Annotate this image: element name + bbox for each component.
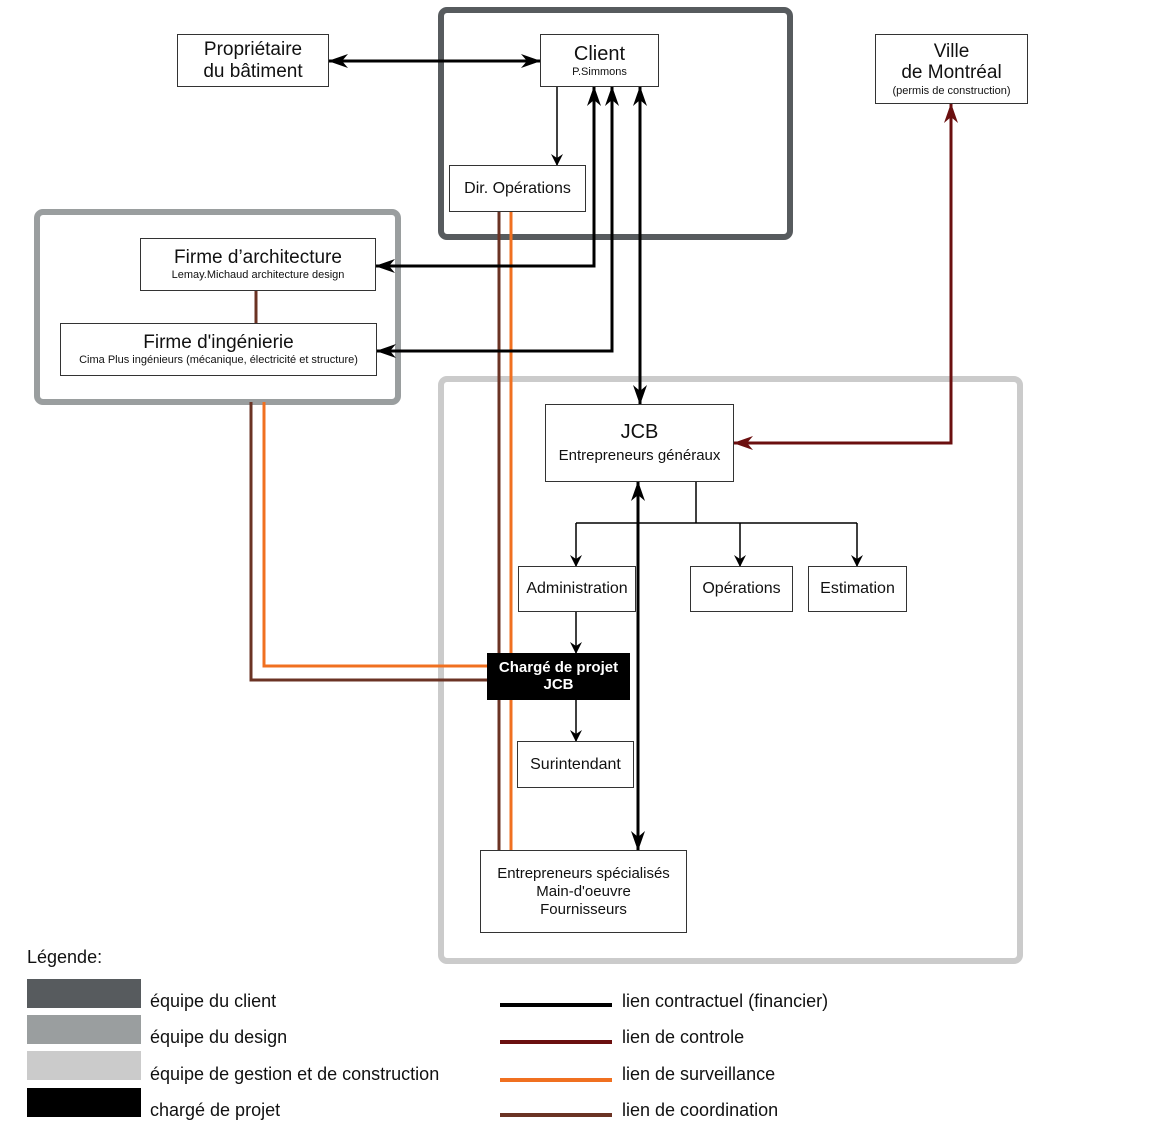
- operations-label: Opérations: [702, 580, 781, 598]
- entrepreneurs-line3: Fournisseurs: [540, 900, 627, 918]
- jcb-title: JCB: [620, 421, 659, 444]
- client-subtitle: P.Simmons: [572, 66, 627, 79]
- legend-label-construction-team: équipe de gestion et de construction: [150, 1064, 440, 1084]
- coordination-links: [249, 212, 501, 851]
- legend-label-contractual: lien contractuel (financier): [622, 991, 829, 1011]
- contractual-links: [328, 54, 647, 851]
- legend-label-client-team: équipe du client: [150, 991, 277, 1011]
- estimation-box: Estimation: [808, 566, 907, 612]
- surveillance-links: [262, 212, 513, 851]
- legend-line-control: [500, 1040, 612, 1044]
- charge-projet-line2: JCB: [543, 675, 574, 693]
- entrepreneurs-box: Entrepreneurs spécialisés Main-d'oeuvre …: [480, 850, 687, 933]
- legend-swatch-project-manager: [27, 1088, 141, 1117]
- jcb-box: JCB Entrepreneurs généraux: [545, 404, 734, 482]
- hierarchy-links: [551, 87, 863, 742]
- dir-operations-box: Dir. Opérations: [449, 165, 586, 212]
- proprietaire-box: Propriétaire du bâtiment: [177, 34, 329, 87]
- architecture-subtitle: Lemay.Michaud architecture design: [171, 269, 345, 282]
- entrepreneurs-line1: Entrepreneurs spécialisés: [497, 864, 670, 882]
- legend-label-project-manager: chargé de projet: [150, 1100, 281, 1120]
- legend-label-surveillance: lien de surveillance: [622, 1064, 776, 1084]
- proprietaire-line2: du bâtiment: [203, 60, 303, 82]
- jcb-subtitle: Entrepreneurs généraux: [558, 446, 721, 464]
- legend-label-design-team: équipe du design: [150, 1027, 288, 1047]
- legend-line-coordination: [500, 1113, 612, 1117]
- operations-box: Opérations: [690, 566, 793, 612]
- ingenierie-subtitle: Cima Plus ingénieurs (mécanique, électri…: [79, 354, 358, 367]
- legend-swatch-client-team: [27, 979, 141, 1008]
- coordination-line-ingenierie: [249, 402, 487, 682]
- administration-label: Administration: [526, 580, 628, 598]
- estimation-label: Estimation: [820, 580, 895, 598]
- legend-swatch-construction-team: [27, 1051, 141, 1080]
- entrepreneurs-line2: Main-d'oeuvre: [536, 882, 631, 900]
- legend-swatch-design-team: [27, 1015, 141, 1044]
- ville-line1: Ville: [933, 41, 970, 63]
- legend-line-contractual: [500, 1003, 612, 1007]
- charge-projet-box: Chargé de projet JCB: [487, 653, 630, 700]
- legend-label-control: lien de controle: [622, 1027, 745, 1047]
- ville-box: Ville de Montréal (permis de constructio…: [875, 34, 1028, 104]
- contract-link-client-ingenierie: [376, 86, 619, 358]
- construction-team-frame: [438, 376, 1023, 964]
- proprietaire-line1: Propriétaire: [203, 39, 303, 61]
- ville-line2: de Montréal: [901, 62, 1002, 84]
- client-box: Client P.Simmons: [540, 34, 659, 87]
- surintendant-box: Surintendant: [517, 741, 634, 788]
- ville-subtitle: (permis de construction): [892, 84, 1011, 97]
- control-link-ville-jcb: [733, 103, 958, 450]
- architecture-box: Firme d’architecture Lemay.Michaud archi…: [140, 238, 376, 291]
- charge-projet-line1: Chargé de projet: [498, 658, 619, 676]
- legend-title: Légende:: [27, 947, 103, 967]
- administration-box: Administration: [518, 566, 636, 612]
- architecture-title: Firme d’architecture: [174, 247, 342, 269]
- dir-operations-label: Dir. Opérations: [464, 179, 571, 197]
- legend-line-surveillance: [500, 1078, 612, 1082]
- ingenierie-title: Firme d'ingénierie: [143, 332, 294, 354]
- client-title: Client: [573, 42, 626, 65]
- surveillance-line-ingenierie: [262, 402, 487, 668]
- ingenierie-box: Firme d'ingénierie Cima Plus ingénieurs …: [60, 323, 377, 376]
- surintendant-label: Surintendant: [530, 755, 621, 773]
- legend-label-coordination: lien de coordination: [622, 1100, 779, 1120]
